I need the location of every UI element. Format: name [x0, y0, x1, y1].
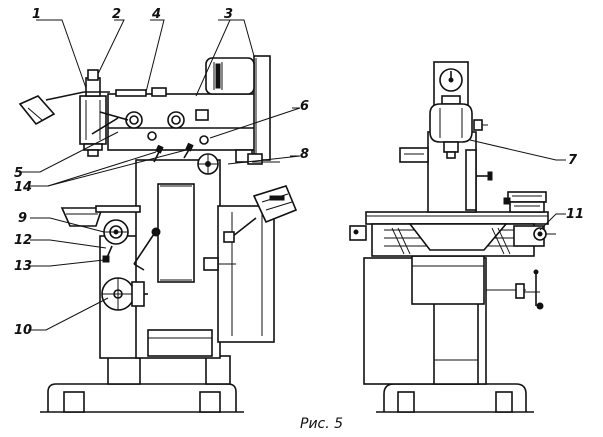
- front-handwheel-8: [197, 153, 219, 175]
- side-leaders: [469, 139, 566, 231]
- side-lower-column: [363, 255, 544, 385]
- side-base: [376, 383, 534, 413]
- callout-10: 10: [14, 323, 32, 338]
- front-levers: [153, 142, 194, 163]
- callout-11: 11: [566, 207, 584, 222]
- side-table: [349, 211, 556, 257]
- side-view: [349, 61, 566, 413]
- callout-9: 9: [18, 211, 27, 226]
- callout-labels: 1 2 4 3 6 8 5 14 9 12 13 10 7 11: [14, 7, 584, 338]
- front-tray-9: [60, 205, 141, 227]
- front-lever-13: [102, 245, 113, 263]
- callout-12: 12: [14, 233, 32, 248]
- callout-1: 1: [32, 7, 41, 22]
- callout-3: 3: [224, 7, 233, 22]
- callout-4: 4: [151, 7, 161, 22]
- side-vise: [503, 191, 547, 213]
- callout-7: 7: [568, 153, 578, 168]
- figure-caption: Рис. 5: [300, 416, 343, 432]
- side-spindle-head: [429, 61, 488, 159]
- front-right-vise: [223, 185, 298, 243]
- front-base: [40, 355, 244, 413]
- front-handwheel-10: [101, 277, 148, 311]
- callout-5: 5: [14, 166, 23, 181]
- callout-2: 2: [112, 7, 121, 22]
- callout-6: 6: [300, 99, 309, 114]
- callout-8: 8: [300, 147, 309, 162]
- callout-14: 14: [14, 180, 32, 195]
- front-head: [107, 55, 280, 165]
- front-lever-ball: [133, 227, 161, 271]
- front-column: [99, 159, 275, 359]
- front-leaders: [20, 19, 301, 331]
- front-lamp: [18, 91, 110, 126]
- callout-13: 13: [14, 259, 32, 274]
- front-view: [18, 19, 301, 413]
- front-dial-12: [103, 219, 129, 245]
